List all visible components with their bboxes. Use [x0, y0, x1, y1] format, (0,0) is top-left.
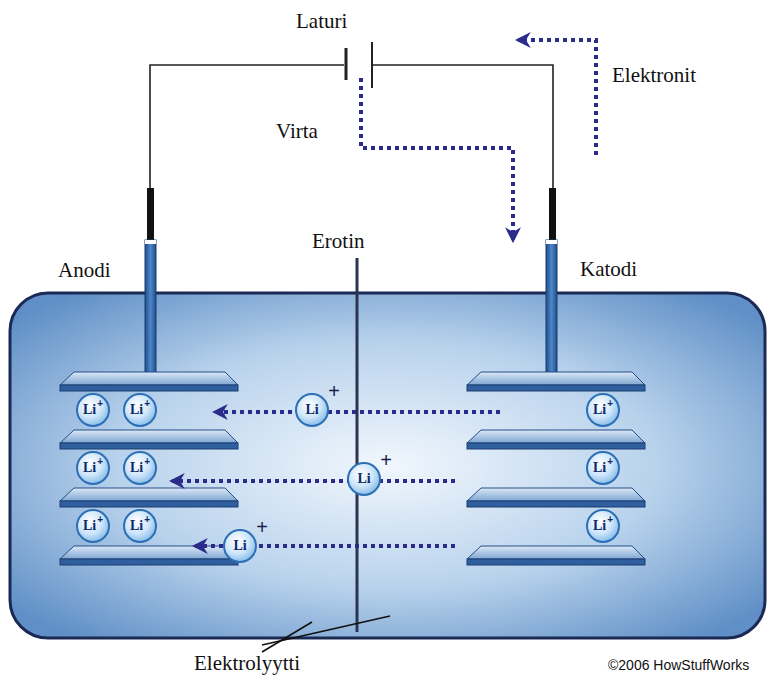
lithium-ion: Li+ — [76, 451, 110, 485]
lithium-ion: Li+ — [347, 462, 381, 496]
ion-symbol: Li — [130, 461, 143, 475]
plate-top — [467, 430, 645, 443]
lithium-ion: Li+ — [223, 529, 257, 563]
wire — [150, 65, 344, 190]
ion-charge: + — [144, 515, 150, 525]
ion-charge: + — [328, 381, 340, 401]
ion-symbol: Li — [233, 539, 246, 553]
ion-charge: + — [380, 450, 392, 470]
plate-edge — [467, 385, 645, 391]
leader-line — [262, 622, 312, 652]
battery-symbol — [345, 48, 348, 80]
rod-ring — [546, 240, 557, 244]
ion-symbol: Li — [593, 461, 606, 475]
rod-ring — [145, 240, 156, 244]
ion-charge: + — [256, 517, 268, 537]
ion-symbol: Li — [130, 519, 143, 533]
ion-symbol: Li — [130, 403, 143, 417]
electrode-plates — [60, 372, 645, 565]
current-arrow — [361, 78, 513, 240]
ion-symbol: Li — [593, 519, 606, 533]
current-label: Virta — [276, 120, 318, 143]
electrons-label: Elektronit — [612, 64, 696, 87]
ion-arrow — [215, 410, 500, 414]
anode-rod — [145, 240, 156, 375]
lithium-ion: Li+ — [123, 451, 157, 485]
electron-arrow — [518, 40, 596, 155]
cathode-rod — [546, 240, 557, 375]
wire — [372, 65, 553, 190]
cathode-label: Katodi — [580, 258, 637, 281]
lithium-ion: Li+ — [123, 509, 157, 543]
electrolyte-label: Elektrolyytti — [194, 652, 300, 675]
plate-edge — [467, 501, 645, 507]
lithium-ion: Li+ — [76, 509, 110, 543]
ion-charge: + — [97, 399, 103, 409]
ion-charge: + — [97, 515, 103, 525]
plate-edge — [60, 501, 238, 507]
plate-edge — [60, 559, 238, 565]
lithium-ion: Li+ — [76, 393, 110, 427]
separator — [356, 258, 359, 632]
anode-label: Anodi — [58, 259, 111, 282]
cell-housing — [10, 293, 765, 638]
ion-charge: + — [144, 457, 150, 467]
ion-charge: + — [607, 399, 613, 409]
plate-edge — [60, 443, 238, 449]
plate-edge — [467, 559, 645, 565]
lithium-ion: Li+ — [586, 509, 620, 543]
plate-top — [467, 546, 645, 559]
plate-top — [467, 372, 645, 385]
ion-arrow — [172, 479, 455, 483]
cathode-terminal — [549, 188, 556, 243]
plate-top — [60, 430, 238, 443]
plate-edge — [467, 443, 645, 449]
ion-charge: + — [144, 399, 150, 409]
ion-charge: + — [97, 457, 103, 467]
ion-symbol: Li — [305, 403, 318, 417]
lithium-ion: Li+ — [295, 393, 329, 427]
separator-label: Erotin — [312, 230, 365, 253]
lithium-ion: Li+ — [586, 393, 620, 427]
charger-label: Laturi — [296, 10, 347, 33]
ion-charge: + — [607, 515, 613, 525]
battery-symbol — [371, 42, 373, 88]
anode-terminal — [147, 188, 154, 243]
ion-symbol: Li — [357, 472, 370, 486]
lithium-ion: Li+ — [123, 393, 157, 427]
ion-symbol: Li — [83, 461, 96, 475]
ion-symbol: Li — [83, 519, 96, 533]
lithium-ion: Li+ — [586, 451, 620, 485]
ion-charge: + — [607, 457, 613, 467]
plate-top — [467, 488, 645, 501]
ion-symbol: Li — [593, 403, 606, 417]
plate-top — [60, 372, 238, 385]
plate-edge — [60, 385, 238, 391]
leader-line — [262, 616, 390, 645]
ion-symbol: Li — [83, 403, 96, 417]
plate-top — [60, 488, 238, 501]
charger-circuit — [150, 42, 553, 190]
copyright-note: ©2006 HowStuffWorks — [608, 658, 749, 673]
